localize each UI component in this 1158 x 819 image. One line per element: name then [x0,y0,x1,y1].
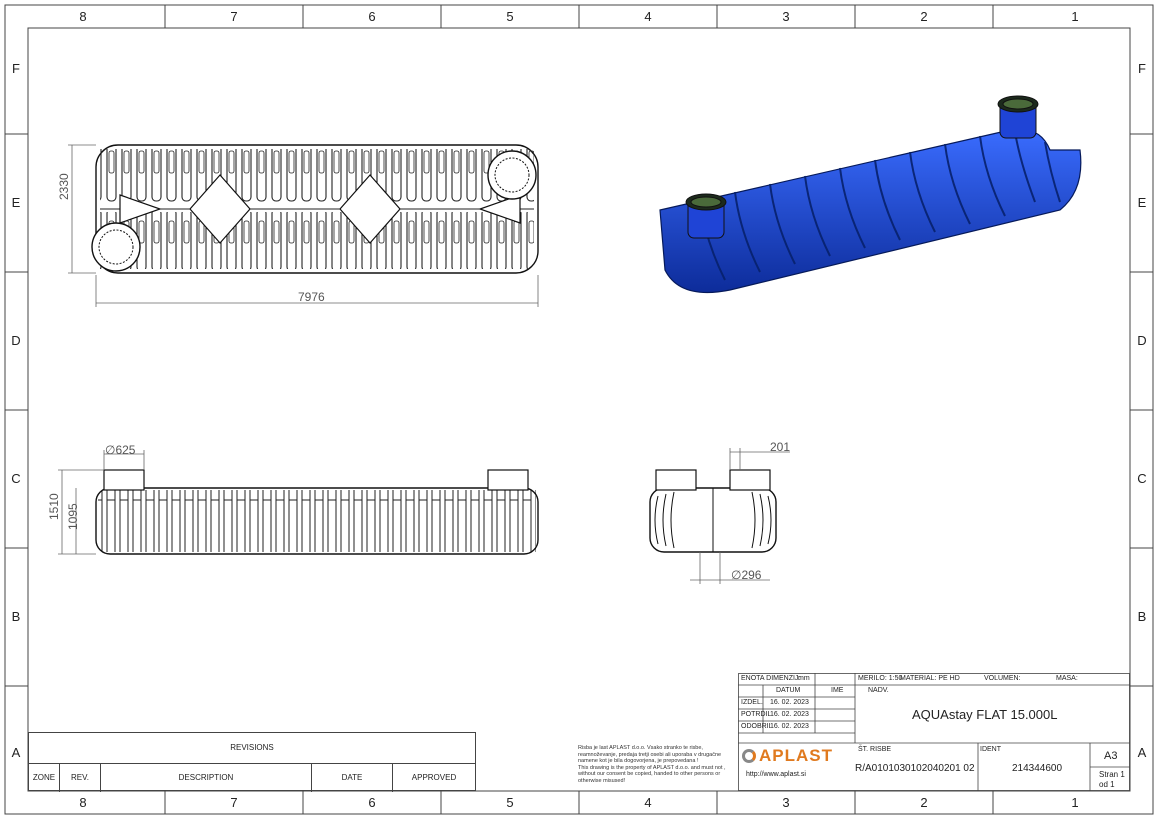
zone-row-left-e: E [11,195,21,210]
legal-text-sl: Risba je last APLAST d.o.o. Vsako strank… [578,745,722,764]
zone-row-left-c: C [11,471,21,486]
zone-col-bottom-2: 2 [920,795,928,810]
zone-col-bottom-8: 8 [79,795,87,810]
zone-row-left-a: A [11,745,21,760]
row-odobril-label: ODOBRIL [741,723,773,730]
dim-manhole-diameter: ∅625 [105,443,136,457]
dim-side-height-body: 1095 [66,503,80,530]
material: MATERIAL: PE HD [900,675,960,682]
zone-row-right-c: C [1137,471,1147,486]
enota-value: mm [798,675,810,682]
zone-row-right-d: D [1137,333,1147,348]
zone-row-left-b: B [11,609,21,624]
st-risbe-value: R/A0101030102040201 02 [855,763,975,774]
zone-col-top-6: 6 [368,9,376,24]
legal-notice: Risba je last APLAST d.o.o. Vsako strank… [578,745,738,784]
company-url: http://www.aplast.si [746,771,806,778]
legal-text-en: This drawing is the property of APLAST d… [578,764,726,784]
ident-label: IDENT [980,746,1001,753]
row-odobril-date: 16. 02. 2023 [770,723,809,730]
row-potrdil-label: POTRDIL [741,711,772,718]
sheet-total: od 1 [1099,780,1115,789]
zone-col-top-5: 5 [506,9,514,24]
zone-col-top-4: 4 [644,9,652,24]
datum-header: DATUM [776,687,801,694]
title-block-grid [738,673,1130,791]
rev-col-description: DESCRIPTION [101,764,312,792]
front-view-drawing [58,450,539,555]
zone-row-right-a: A [1137,745,1147,760]
revisions-table: REVISIONS ZONE REV. DESCRIPTION DATE APP… [28,732,476,792]
zone-col-bottom-1: 1 [1071,795,1079,810]
sheet-page: Stran 1 [1099,770,1125,779]
rev-col-date: DATE [312,764,393,792]
row-izdel-date: 16. 02. 2023 [770,699,809,706]
zone-row-right-f: F [1138,61,1146,76]
aplast-logo-text: APLAST [759,746,833,765]
aplast-logo-icon [742,749,756,763]
merilo: MERILO: 1:50 [858,675,903,682]
zone-col-bottom-5: 5 [506,795,514,810]
row-potrdil-date: 16. 02. 2023 [770,711,809,718]
zone-col-bottom-3: 3 [782,795,790,810]
masa: MASA: [1056,675,1078,682]
zone-col-top-7: 7 [230,9,238,24]
top-view-drawing [68,144,539,307]
zone-row-left-f: F [12,61,20,76]
zone-col-top-1: 1 [1071,9,1079,24]
zone-col-bottom-7: 7 [230,795,238,810]
rev-col-approved: APPROVED [411,773,457,782]
rev-col-zone: ZONE [29,764,60,792]
zone-col-bottom-6: 6 [368,795,376,810]
zone-col-bottom-4: 4 [644,795,652,810]
drawing-title: AQUAstay FLAT 15.000L [912,707,1058,722]
dim-top-height: 2330 [57,173,71,200]
ident-value: 214344600 [1012,763,1063,774]
zone-row-right-b: B [1137,609,1147,624]
row-izdel-label: IZDEL. [741,699,763,706]
volumen: VOLUMEN: [984,675,1021,682]
revisions-title: REVISIONS [29,733,475,764]
side-view-drawing [649,448,790,584]
dim-end-offset: 201 [770,440,791,454]
ime-header: IME [831,687,844,694]
isometric-tank-render [659,95,1082,294]
dim-pipe-diameter: ∅296 [731,568,762,582]
enota-label: ENOTA DIMENZIJ: [741,675,801,682]
zone-col-top-8: 8 [79,9,87,24]
zone-col-top-3: 3 [782,9,790,24]
dim-side-height-total: 1510 [47,493,61,520]
dim-top-width: 7976 [298,290,325,304]
aplast-logo: APLAST [742,745,854,767]
zone-row-left-d: D [11,333,21,348]
zone-col-top-2: 2 [920,9,928,24]
zone-row-right-e: E [1137,195,1147,210]
sheet-format: A3 [1104,750,1118,762]
st-risbe-label: ŠT. RISBE [858,746,892,753]
rev-col-rev: REV. [60,764,101,792]
nadv-label: NADV. [868,687,889,694]
